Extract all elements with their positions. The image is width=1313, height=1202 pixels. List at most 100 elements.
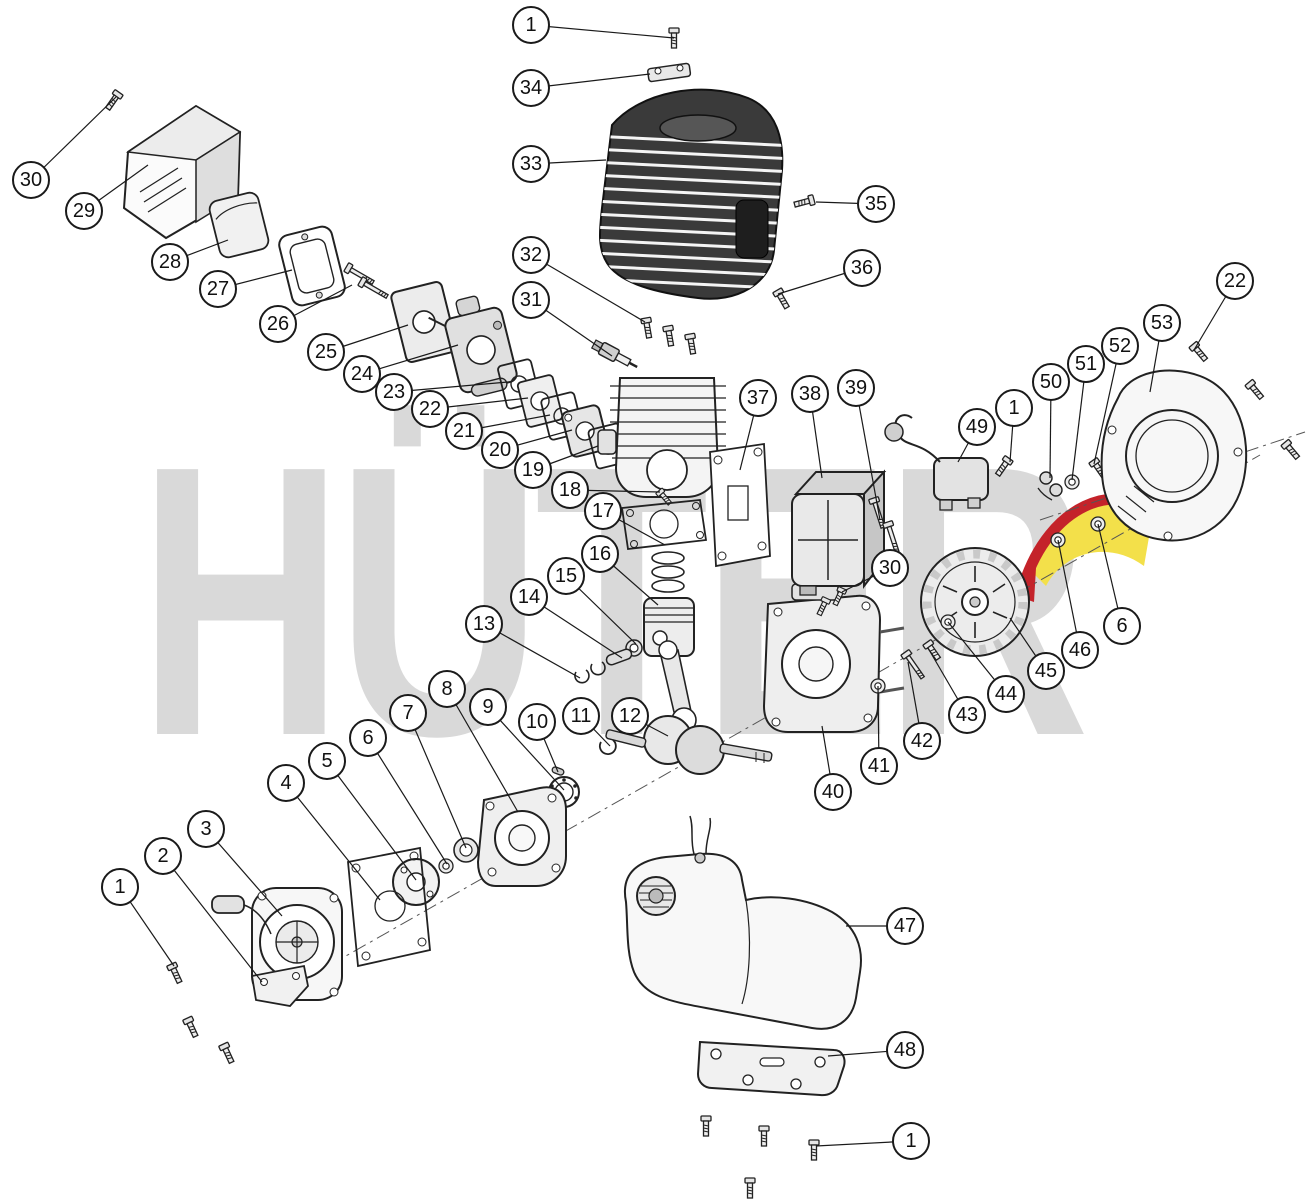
- part-crankcase-left: [476, 786, 567, 887]
- callout-14: 14: [510, 578, 548, 616]
- callout-35: 35: [857, 185, 895, 223]
- callout-28: 28: [151, 243, 189, 281]
- part-piston: [643, 597, 695, 657]
- callout-29: 29: [65, 192, 103, 230]
- part-carb-screws: [343, 262, 391, 302]
- part-engine-cover: [599, 88, 784, 300]
- callout-23: 23: [375, 373, 413, 411]
- callout-8: 8: [428, 670, 466, 708]
- part-cylinder-base-gasket: [620, 499, 708, 550]
- callout-12: 12: [611, 697, 649, 735]
- part-air-filter-plate: [278, 225, 346, 307]
- callout-45: 45: [1027, 652, 1065, 690]
- part-cylinder-block: [597, 377, 726, 498]
- part-flywheel-washer-41: [870, 678, 886, 694]
- callout-22: 22: [1216, 262, 1254, 300]
- callout-46: 46: [1061, 631, 1099, 669]
- callout-40: 40: [814, 773, 852, 811]
- callout-17: 17: [584, 492, 622, 530]
- part-tank-bracket: [696, 1040, 846, 1097]
- part-spacer-22: [516, 374, 564, 428]
- callout-6: 6: [1103, 607, 1141, 645]
- callout-13: 13: [465, 605, 503, 643]
- callout-50: 50: [1032, 363, 1070, 401]
- callout-44: 44: [987, 675, 1025, 713]
- callout-41: 41: [860, 747, 898, 785]
- callout-1: 1: [892, 1122, 930, 1160]
- callout-51: 51: [1067, 345, 1105, 383]
- part-crankcase-gasket: [709, 442, 771, 568]
- callout-26: 26: [259, 305, 297, 343]
- callout-34: 34: [512, 69, 550, 107]
- callout-21: 21: [445, 412, 483, 450]
- callout-25: 25: [307, 333, 345, 371]
- part-air-filter-element: [208, 191, 270, 259]
- part-ignition-coil: [884, 414, 989, 511]
- part-cover-screw-36: [772, 287, 792, 311]
- part-circlip: [598, 739, 617, 755]
- callout-2: 2: [144, 837, 182, 875]
- part-oil-seal: [453, 837, 479, 863]
- callout-49: 49: [958, 408, 996, 446]
- part-flywheel-bolt-42: [900, 648, 928, 682]
- part-top-screw: [668, 27, 680, 49]
- callout-39: 39: [837, 369, 875, 407]
- callout-52: 52: [1101, 327, 1139, 365]
- part-plate-5: [392, 858, 440, 906]
- part-pin-clips: [574, 661, 606, 684]
- part-fan-cover: [1100, 369, 1248, 542]
- callout-38: 38: [791, 375, 829, 413]
- callout-3: 3: [187, 810, 225, 848]
- callout-19: 19: [514, 451, 552, 489]
- callout-30: 30: [12, 161, 50, 199]
- callout-1: 1: [995, 389, 1033, 427]
- callout-4: 4: [267, 764, 305, 802]
- part-coil-screw: [992, 454, 1014, 479]
- callout-20: 20: [481, 431, 519, 469]
- callout-27: 27: [199, 270, 237, 308]
- part-cover-screw: [102, 88, 124, 113]
- part-muffler: [791, 469, 887, 596]
- part-washer-46: [1050, 532, 1066, 548]
- part-flywheel: [920, 547, 1030, 657]
- callout-36: 36: [843, 249, 881, 287]
- callout-33: 33: [512, 145, 550, 183]
- part-fuel-tank: [623, 815, 862, 1030]
- callout-31: 31: [512, 281, 550, 319]
- part-piston-rings: [651, 551, 685, 593]
- callout-1: 1: [101, 868, 139, 906]
- part-spark-plug: [590, 339, 638, 369]
- part-woodruff-key: [551, 766, 565, 776]
- part-starter-screws: [165, 961, 237, 1066]
- part-cylinder-screws: [640, 316, 699, 356]
- callout-6: 6: [349, 719, 387, 757]
- callout-22: 22: [411, 390, 449, 428]
- callout-9: 9: [469, 688, 507, 726]
- callout-15: 15: [547, 557, 585, 595]
- part-starter-pawl-kit: [1037, 471, 1063, 501]
- callout-37: 37: [739, 379, 777, 417]
- callout-42: 42: [903, 722, 941, 760]
- part-crankcase-right: [762, 583, 905, 733]
- callout-43: 43: [948, 696, 986, 734]
- part-flywheel-washer-44: [940, 614, 956, 630]
- callout-32: 32: [512, 236, 550, 274]
- callout-48: 48: [886, 1031, 924, 1069]
- part-tank-screws: [700, 1115, 820, 1199]
- part-top-bracket: [647, 62, 692, 83]
- part-washer-6: [438, 858, 454, 874]
- callout-18: 18: [551, 471, 589, 509]
- callout-5: 5: [308, 742, 346, 780]
- callout-7: 7: [389, 694, 427, 732]
- part-wrist-pin: [605, 648, 633, 666]
- callout-10: 10: [518, 703, 556, 741]
- callout-47: 47: [886, 907, 924, 945]
- callout-1: 1: [512, 6, 550, 44]
- callout-11: 11: [562, 697, 600, 735]
- callout-53: 53: [1143, 304, 1181, 342]
- part-nut-6: [1090, 516, 1106, 532]
- callout-16: 16: [581, 535, 619, 573]
- part-cover-screw-35: [792, 194, 816, 211]
